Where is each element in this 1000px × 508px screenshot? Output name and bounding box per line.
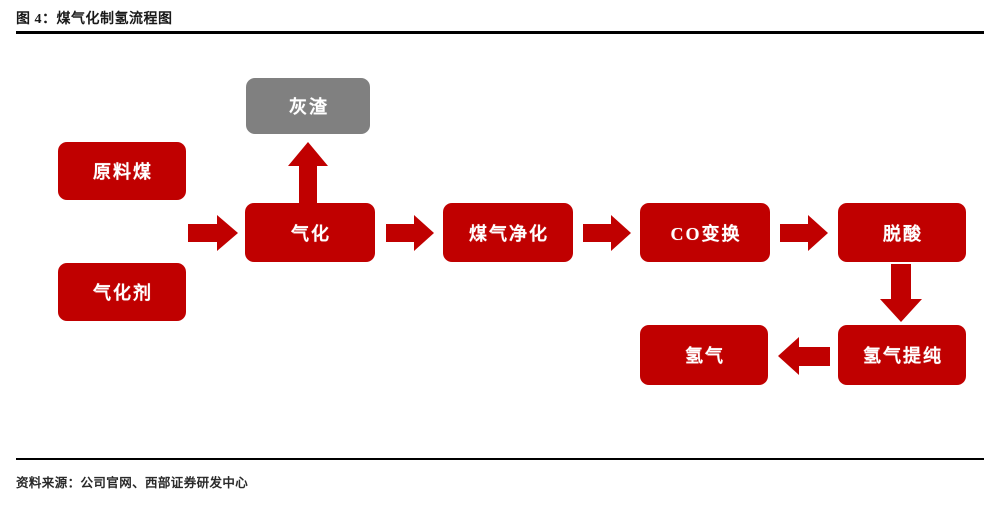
node-gasifying-agent[interactable]: 气化剂 — [58, 263, 186, 321]
node-label: 氢气提纯 — [863, 346, 943, 366]
source-divider — [16, 458, 984, 460]
node-label: 氢气 — [685, 346, 725, 366]
node-deacidification[interactable]: 脱酸 — [838, 203, 966, 262]
arrow-right-icon — [188, 215, 238, 251]
figure-title: 图 4：煤气化制氢流程图 — [16, 12, 173, 27]
arrow-right-icon — [583, 215, 631, 251]
node-ash-slag[interactable]: 灰渣 — [246, 78, 370, 134]
node-label: 气化 — [291, 223, 331, 244]
title-divider — [16, 31, 984, 34]
node-hydrogen[interactable]: 氢气 — [640, 325, 768, 385]
node-label: 煤气净化 — [469, 223, 549, 244]
arrow-right-icon — [386, 215, 434, 251]
node-label: 气化剂 — [93, 283, 153, 303]
arrow-right-icon — [780, 215, 828, 251]
arrow-down-icon — [880, 264, 922, 322]
node-gasification[interactable]: 气化 — [245, 203, 375, 262]
figure-source: 资料来源：公司官网、西部证券研发中心 — [16, 476, 249, 490]
node-gas-purify[interactable]: 煤气净化 — [443, 203, 573, 262]
node-label: 脱酸 — [883, 223, 923, 244]
node-co-shift[interactable]: CO变换 — [640, 203, 770, 262]
arrow-up-icon — [288, 142, 328, 204]
node-raw-coal[interactable]: 原料煤 — [58, 142, 186, 200]
node-h2-purify[interactable]: 氢气提纯 — [838, 325, 966, 385]
node-label: 灰渣 — [289, 97, 329, 117]
node-label: CO变换 — [670, 223, 742, 244]
node-label: 原料煤 — [93, 162, 153, 182]
arrow-left-icon — [778, 337, 830, 375]
